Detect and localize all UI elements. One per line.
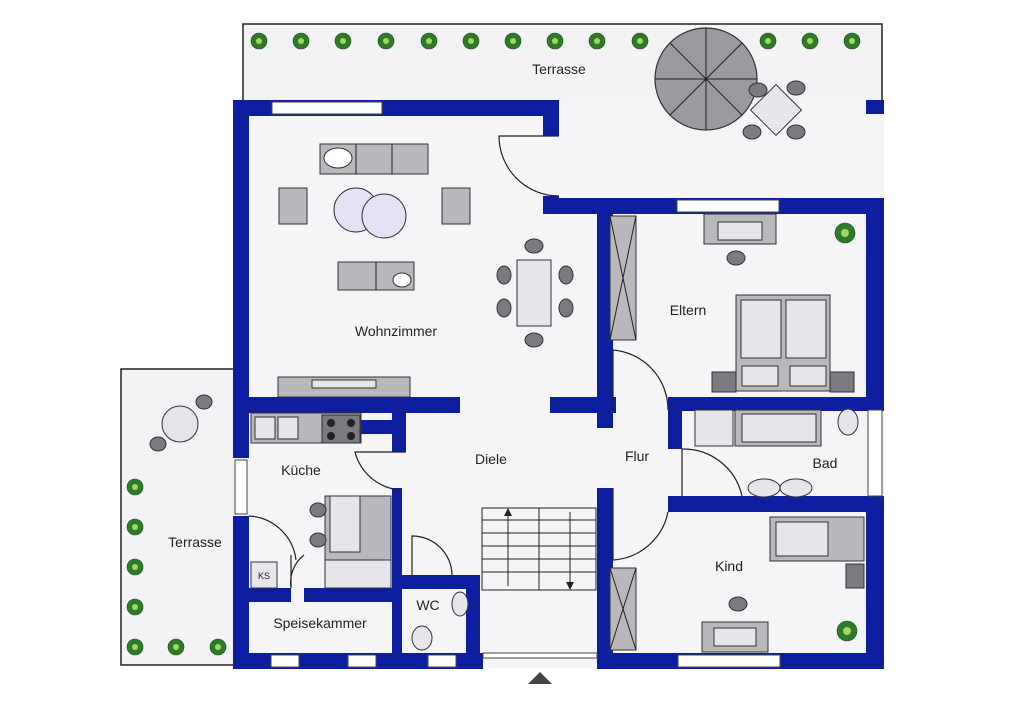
plant-icon (843, 32, 861, 50)
plant-icon (126, 518, 144, 536)
room-label-wc: WC (416, 597, 439, 613)
round-table (654, 27, 758, 131)
plant-icon (334, 32, 352, 50)
wc-fixtures (411, 591, 469, 651)
plant-icon (250, 32, 268, 50)
room-label-wohnzimmer: Wohnzimmer (355, 323, 438, 339)
plant-icon (836, 620, 858, 642)
plant-icon (546, 32, 564, 50)
plant-icon (834, 222, 856, 244)
plant-icon (759, 32, 777, 50)
plant-icon (462, 32, 480, 50)
plant-icon (504, 32, 522, 50)
bathroom-fixtures (694, 408, 859, 498)
room-label-bad: Bad (813, 455, 838, 471)
room-label-flur: Flur (625, 448, 649, 464)
plant-icon (588, 32, 606, 50)
plant-icon (292, 32, 310, 50)
room-label-kueche: Küche (281, 462, 321, 478)
living-room-furniture (277, 143, 574, 398)
room-label-kind: Kind (715, 558, 743, 574)
terrace-left-table (149, 394, 213, 452)
plant-icon (801, 32, 819, 50)
plant-icon (167, 638, 185, 656)
entrance-arrow-icon (528, 672, 552, 684)
plant-icon (631, 32, 649, 50)
room-label-diele: Diele (475, 451, 507, 467)
kitchen-furniture: KS (250, 412, 392, 589)
plant-icon (126, 558, 144, 576)
kids-room-furniture (609, 516, 865, 653)
fridge-label: KS (258, 571, 270, 581)
plant-icon (126, 478, 144, 496)
fridge (250, 561, 278, 589)
room-label-speisekammer: Speisekammer (273, 615, 367, 631)
staircase (481, 507, 597, 591)
plant-icon (126, 598, 144, 616)
room-label-terrasse-top: Terrasse (532, 61, 586, 77)
plant-icons (126, 32, 861, 656)
parents-room-furniture (609, 213, 855, 393)
terrace-dining-set (742, 80, 806, 140)
windows (234, 101, 883, 668)
doors (248, 135, 743, 589)
room-label-terrasse-left: Terrasse (168, 534, 222, 550)
plant-icon (209, 638, 227, 656)
plant-icon (420, 32, 438, 50)
room-label-eltern: Eltern (670, 302, 707, 318)
plant-icon (377, 32, 395, 50)
inner-walls (233, 198, 884, 669)
plant-icon (126, 638, 144, 656)
